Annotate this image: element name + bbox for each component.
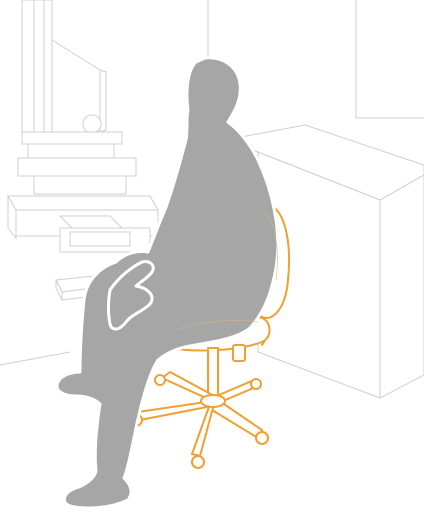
machine-column-icon [8,0,158,252]
